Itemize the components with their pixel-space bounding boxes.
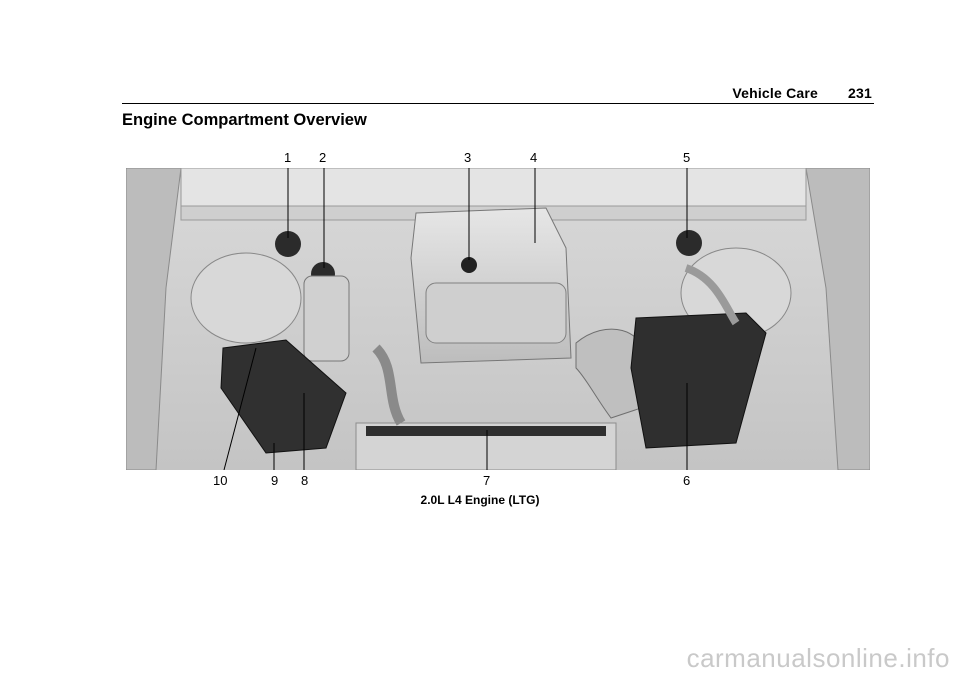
header-section-label: Vehicle Care	[732, 85, 819, 101]
callout-1: 1	[284, 150, 292, 165]
callout-6: 6	[683, 473, 691, 488]
callout-7: 7	[483, 473, 491, 488]
header-divider	[122, 103, 874, 104]
callout-2: 2	[319, 150, 327, 165]
callout-10: 10	[213, 473, 228, 488]
watermark: carmanualsonline.info	[686, 643, 950, 673]
figure-caption: 2.0L L4 Engine (LTG)	[420, 493, 540, 507]
callout-8: 8	[301, 473, 309, 488]
callout-5: 5	[683, 150, 691, 165]
page-number: 231	[848, 85, 872, 101]
callout-9: 9	[271, 473, 279, 488]
running-header: Vehicle Care 231	[732, 85, 872, 101]
callout-4: 4	[530, 150, 538, 165]
engine-compartment-illustration	[126, 168, 870, 470]
callout-3: 3	[464, 150, 472, 165]
page-title: Engine Compartment Overview	[122, 111, 367, 129]
